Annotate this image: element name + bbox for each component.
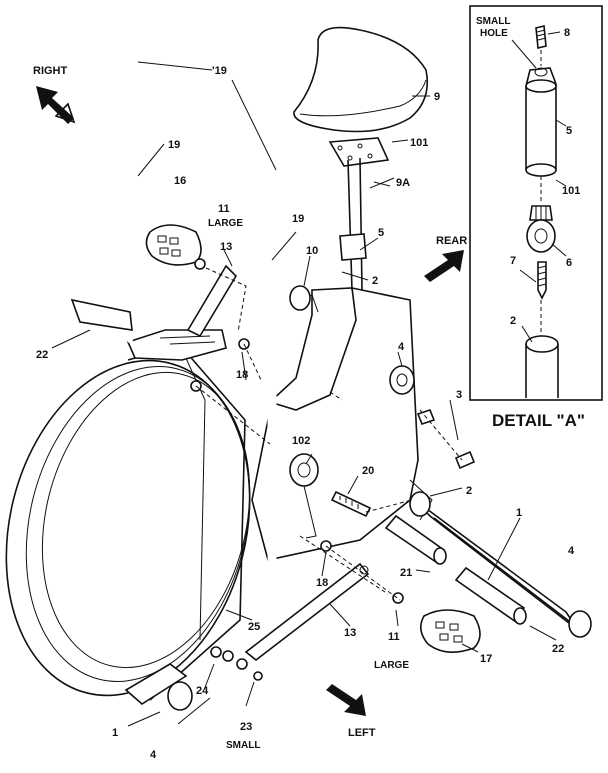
callout-102: 102	[292, 435, 310, 447]
detail-a-inset	[469, 5, 603, 401]
callout-13-upper: 13	[220, 241, 232, 253]
crank-arm-lower	[244, 562, 370, 662]
callout-9: 9	[434, 91, 440, 103]
callout-1-right: 1	[516, 507, 522, 519]
end-cap-mid	[389, 365, 415, 395]
callout-2: 2	[372, 275, 378, 287]
callout-11-upper: 11	[218, 203, 230, 215]
callout-16: 16	[174, 175, 186, 187]
detail-a-title: DETAIL "A"	[492, 411, 585, 430]
left-direction-label: LEFT	[348, 727, 376, 739]
detail-callout-6: 6	[566, 257, 572, 269]
foam-grip-upper	[384, 514, 447, 565]
main-frame	[251, 287, 433, 561]
callout-21: 21	[400, 567, 412, 579]
callout-22-left: 22	[36, 349, 48, 361]
callout-18-lower: 18	[316, 577, 328, 589]
seat-post	[339, 157, 367, 291]
callout-24: 24	[196, 685, 209, 697]
callout-25: 25	[248, 621, 260, 633]
handlebar-right	[267, 163, 333, 677]
flywheel-guard	[5, 344, 251, 701]
callout-10: 10	[306, 245, 318, 257]
rear-stabilizer	[409, 491, 592, 638]
seat	[293, 26, 429, 133]
detail-small-hole-line1: SMALL	[476, 16, 510, 27]
left-direction-arrow	[326, 684, 366, 716]
callout-11-lower: 11	[388, 631, 400, 643]
rear-direction-arrow	[424, 250, 464, 282]
leader-lines	[51, 61, 557, 727]
callout-4-bottom: 4	[150, 749, 157, 761]
detail-callout-8: 8	[564, 27, 570, 39]
foam-grip-lower	[454, 566, 527, 625]
callout-19-top: '19	[212, 65, 227, 77]
callout-17: 17	[480, 653, 492, 665]
callout-18-upper: 18	[236, 369, 248, 381]
right-direction-arrow	[36, 86, 76, 124]
callout-5: 5	[378, 227, 384, 239]
callout-13-lower: 13	[344, 627, 356, 639]
callout-1-left: 1	[112, 727, 118, 739]
detail-callout-101: 101	[562, 185, 580, 197]
large-label-lower: LARGE	[374, 660, 409, 671]
detail-callout-2: 2	[510, 315, 516, 327]
callout-4-mid: 4	[398, 341, 405, 353]
callout-4-right: 4	[568, 545, 575, 557]
callout-101: 101	[410, 137, 428, 149]
pedal-left	[145, 224, 206, 270]
crank-arm-upper	[186, 264, 238, 338]
rear-direction-label: REAR	[436, 235, 467, 247]
callout-19-left: 19	[168, 139, 180, 151]
detail-callout-7: 7	[510, 255, 516, 267]
right-direction-label: RIGHT	[33, 65, 68, 77]
callout-3: 3	[456, 389, 462, 401]
callout-20: 20	[362, 465, 374, 477]
callout-22-right: 22	[552, 643, 564, 655]
pedal-right	[392, 592, 481, 653]
large-label-upper: LARGE	[208, 218, 243, 229]
crank-axle	[330, 490, 372, 518]
callout-23: 23	[240, 721, 252, 733]
flywheel-top-housing	[126, 329, 227, 361]
seat-bracket	[328, 137, 390, 167]
washers	[190, 338, 332, 681]
assembly-lines	[195, 267, 463, 601]
small-label: SMALL	[226, 740, 260, 751]
front-stabilizer-bottom	[124, 663, 193, 711]
callout-2-lower: 2	[466, 485, 472, 497]
callout-9a: 9A	[396, 177, 410, 189]
callout-19-right: 19	[292, 213, 304, 225]
detail-callout-5: 5	[566, 125, 572, 137]
front-stabilizer-tube	[70, 298, 133, 331]
detail-small-hole-line2: HOLE	[480, 28, 508, 39]
hinge-bracket-10	[289, 285, 311, 311]
bolts-3	[416, 409, 476, 470]
crank-hub	[289, 453, 319, 539]
handlebar-left	[79, 27, 133, 343]
